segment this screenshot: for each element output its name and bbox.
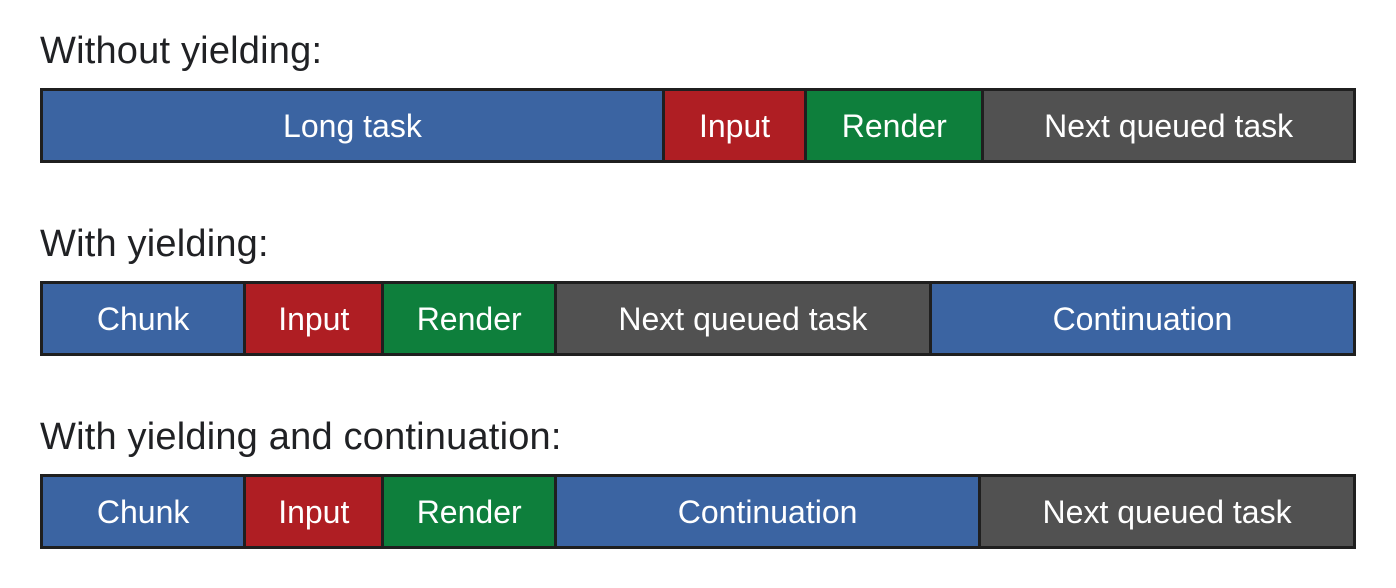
section-heading: Without yielding: [40, 30, 323, 72]
segment-chunk: Chunk [43, 284, 244, 353]
segment-long-task: Long task [43, 91, 662, 160]
segment-continuation: Continuation [553, 477, 979, 546]
timeline-bar-with-yielding: Chunk Input Render Next queued task Cont… [40, 281, 1356, 356]
segment-next-queued-task: Next queued task [553, 284, 929, 353]
segment-continuation: Continuation [928, 284, 1353, 353]
section-heading: With yielding and continuation: [40, 416, 562, 458]
segment-render: Render [381, 284, 554, 353]
section-with-yielding-and-continuation: With yielding and continuation: Chunk In… [40, 414, 1356, 549]
diagram-task-scheduling: Without yielding: Long task Input Render… [40, 28, 1356, 549]
section-with-yielding: With yielding: Chunk Input Render Next q… [40, 221, 1356, 356]
timeline-bar-with-yielding-and-continuation: Chunk Input Render Continuation Next que… [40, 474, 1356, 549]
segment-chunk: Chunk [43, 477, 244, 546]
segment-input: Input [661, 91, 805, 160]
segment-next-queued-task: Next queued task [978, 477, 1353, 546]
segment-input: Input [243, 477, 382, 546]
section-heading: With yielding: [40, 223, 269, 265]
segment-next-queued-task: Next queued task [981, 91, 1353, 160]
section-without-yielding: Without yielding: Long task Input Render… [40, 28, 1356, 163]
segment-render: Render [804, 91, 982, 160]
segment-render: Render [381, 477, 554, 546]
segment-input: Input [243, 284, 382, 353]
timeline-bar-without-yielding: Long task Input Render Next queued task [40, 88, 1356, 163]
